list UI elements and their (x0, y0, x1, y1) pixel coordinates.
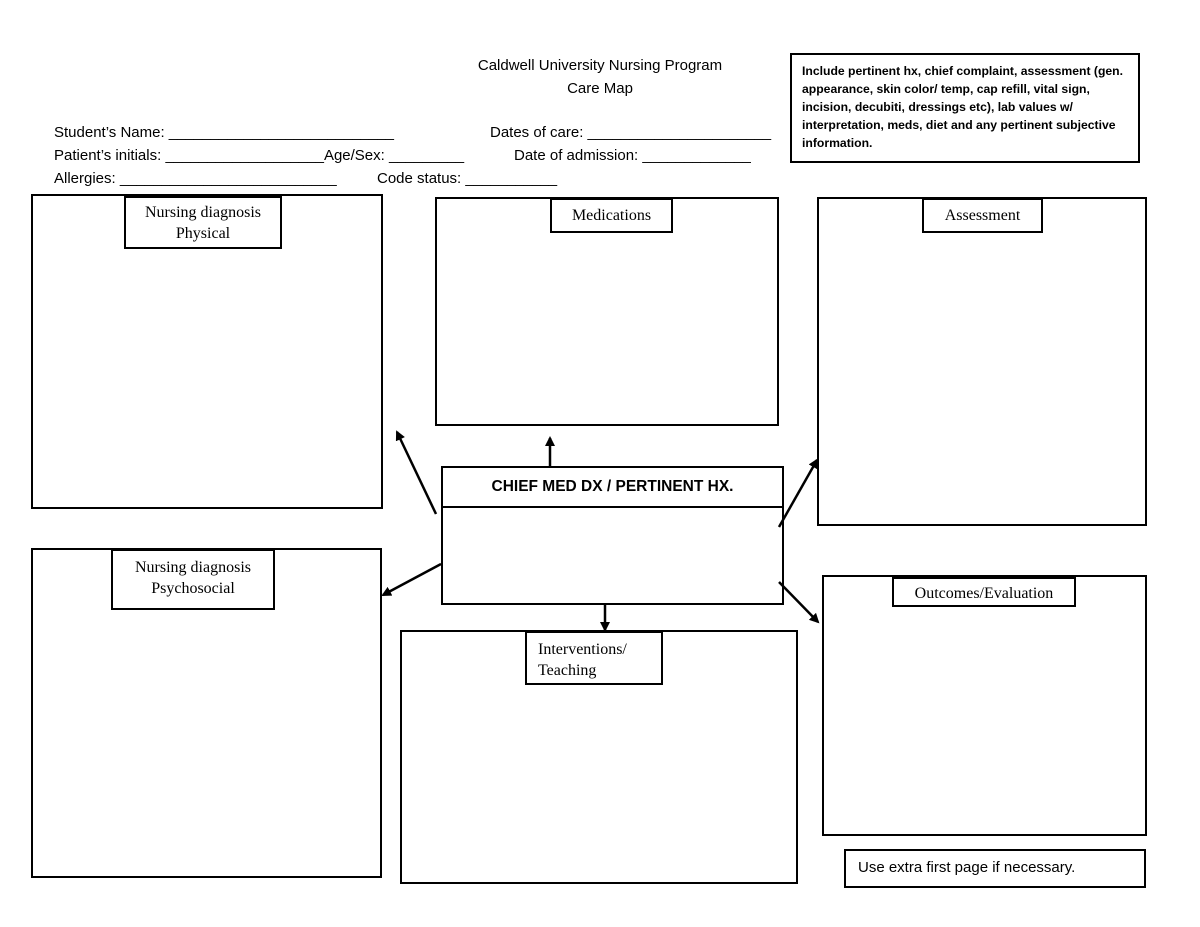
interventions-teaching-label: Interventions/ Teaching (525, 631, 663, 685)
code-status-field[interactable]: Code status: ___________ (377, 170, 558, 187)
date-of-admission-field[interactable]: Date of admission: _____________ (514, 147, 751, 164)
assessment-label: Assessment (922, 198, 1043, 233)
instructions-note: Include pertinent hx, chief complaint, a… (790, 53, 1140, 163)
chief-med-dx-title: CHIEF MED DX / PERTINENT HX. (443, 468, 782, 508)
student-name-field[interactable]: Student’s Name: ________________________… (54, 124, 395, 141)
arrow-to-nursing-psychosocial (381, 562, 442, 597)
extra-page-note: Use extra first page if necessary. (844, 849, 1146, 888)
patient-initials-field[interactable]: Patient’s initials: ___________________A… (54, 147, 465, 164)
label-line-2: Physical (175, 225, 231, 242)
arrow-to-assessment (777, 458, 819, 528)
label-line-1: Interventions/ (538, 641, 627, 658)
allergies-field[interactable]: Allergies: __________________________ (54, 170, 337, 187)
label-line-1: Assessment (944, 207, 1021, 224)
outcomes-evaluation-box[interactable] (822, 575, 1147, 836)
medications-label: Medications (550, 198, 673, 233)
arrow-to-nursing-physical (395, 430, 438, 515)
label-line-1: Nursing diagnosis (145, 204, 261, 221)
program-title: Caldwell University Nursing Program (477, 57, 723, 74)
label-line-1: Medications (571, 207, 652, 224)
dates-of-care-field[interactable]: Dates of care: ______________________ (490, 124, 772, 141)
arrow-to-outcomes (778, 581, 820, 624)
assessment-box[interactable] (817, 197, 1147, 526)
label-line-2: Psychosocial (151, 580, 235, 597)
chief-med-dx-box[interactable]: CHIEF MED DX / PERTINENT HX. (441, 466, 784, 605)
nursing-diagnosis-physical-label: Nursing diagnosis Physical (124, 196, 282, 249)
outcomes-evaluation-label: Outcomes/Evaluation (892, 577, 1076, 607)
nursing-diagnosis-psychosocial-label: Nursing diagnosis Psychosocial (111, 549, 275, 610)
nursing-diagnosis-physical-box[interactable] (31, 194, 383, 509)
label-line-2: Teaching (538, 662, 597, 679)
page-title: Care Map (567, 80, 633, 97)
label-line-1: Outcomes/Evaluation (914, 585, 1054, 602)
label-line-1: Nursing diagnosis (135, 559, 251, 576)
